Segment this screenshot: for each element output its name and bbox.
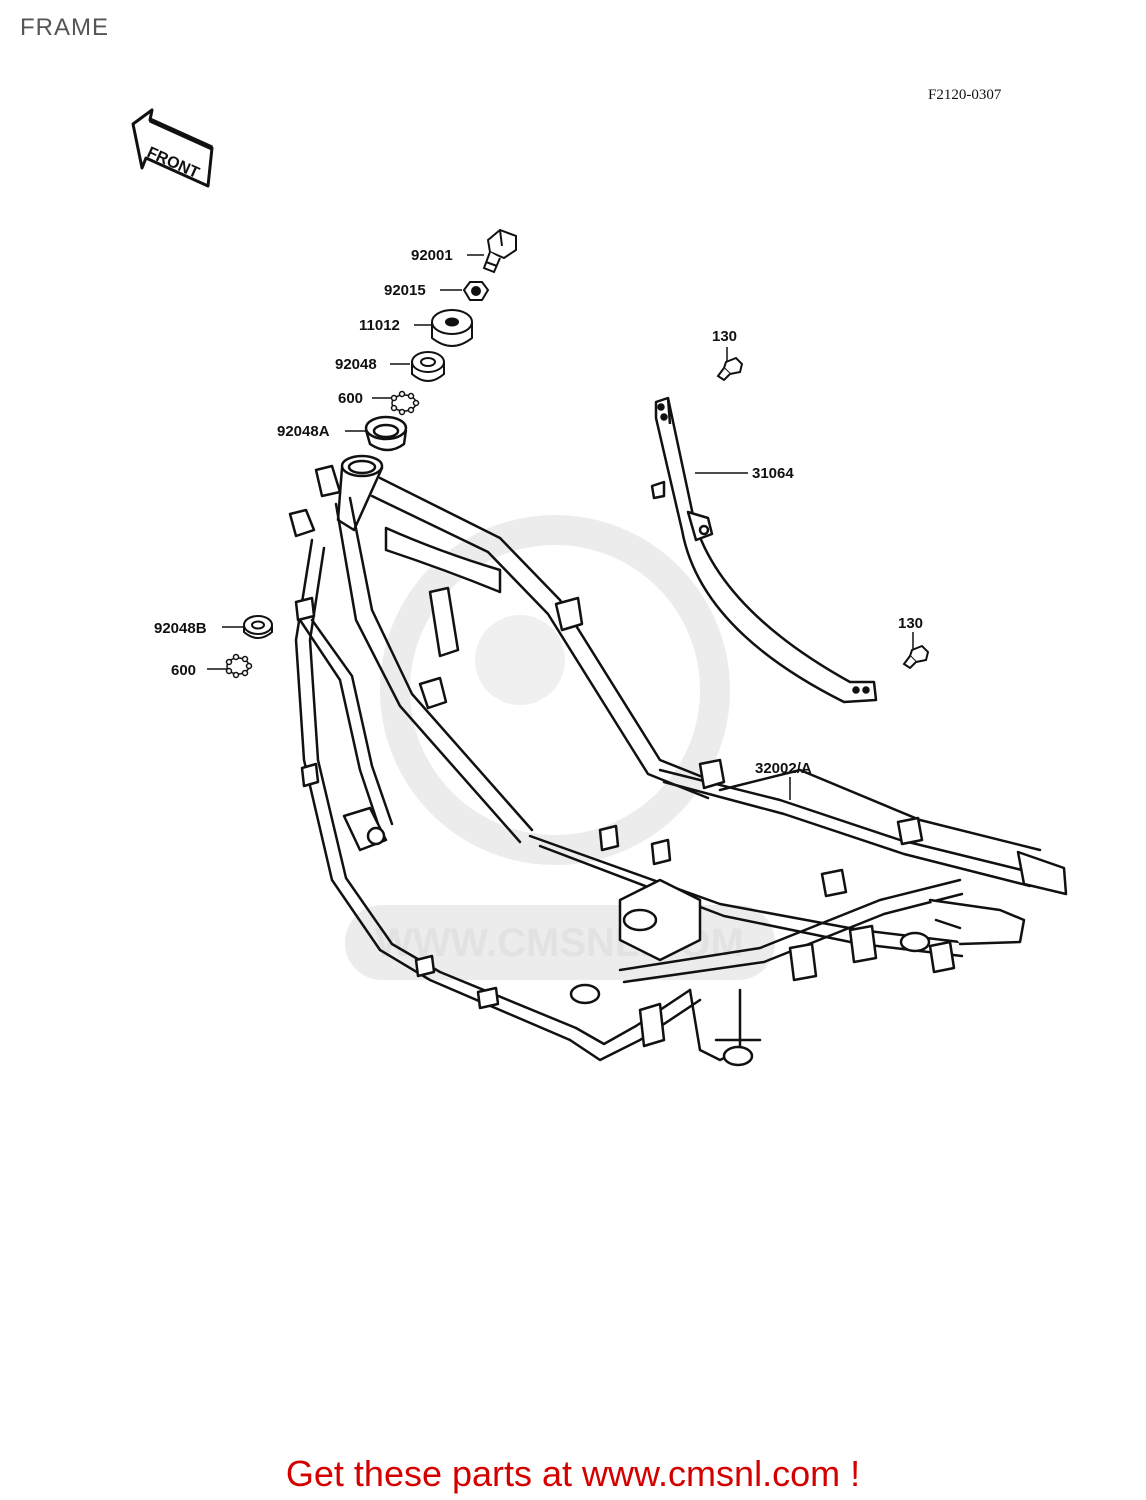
- front-direction-arrow-icon: FRONT: [131, 108, 214, 188]
- callout-leader-lines: [207, 254, 914, 800]
- callout-92001: 92001: [411, 247, 453, 264]
- callout-130-right: 130: [898, 615, 923, 632]
- bolt-130-top: [716, 356, 744, 382]
- main-frame-32002A: [288, 454, 1068, 1067]
- bushing-11012: [431, 309, 473, 347]
- frame-diagram: WWW.CMSNL.COM FRONT 92001 92015 11012 92…: [131, 108, 1068, 1067]
- stem-bolt-92001: [482, 228, 517, 274]
- callout-31064: 31064: [752, 465, 794, 482]
- bearing-92048: [411, 351, 445, 382]
- diagram-reference-code: F2120-0307: [928, 87, 1002, 103]
- callout-92048: 92048: [335, 356, 377, 373]
- callout-11012: 11012: [359, 317, 400, 334]
- bolt-130-right: [902, 644, 930, 670]
- callout-600-top: 600: [338, 390, 363, 407]
- callout-32002A: 32002/A: [755, 760, 812, 777]
- ball-retainer-600-bottom: [225, 653, 253, 679]
- promo-banner[interactable]: Get these parts at www.cmsnl.com !: [285, 1453, 861, 1494]
- ball-retainer-600-top: [390, 390, 420, 416]
- callout-600-bottom: 600: [171, 662, 196, 679]
- bearing-cup-92048A: [364, 415, 408, 452]
- callout-92015: 92015: [384, 282, 426, 299]
- frame-stay-31064: [650, 396, 878, 704]
- callout-labels: 92001 92015 11012 92048 600 92048A 92048…: [154, 247, 923, 777]
- callout-92048A: 92048A: [277, 423, 330, 440]
- bearing-92048B: [243, 615, 273, 639]
- nut-92015: [462, 281, 490, 301]
- callout-130-top: 130: [712, 328, 737, 345]
- page-title: FRAME: [20, 14, 109, 41]
- callout-92048B: 92048B: [154, 620, 207, 637]
